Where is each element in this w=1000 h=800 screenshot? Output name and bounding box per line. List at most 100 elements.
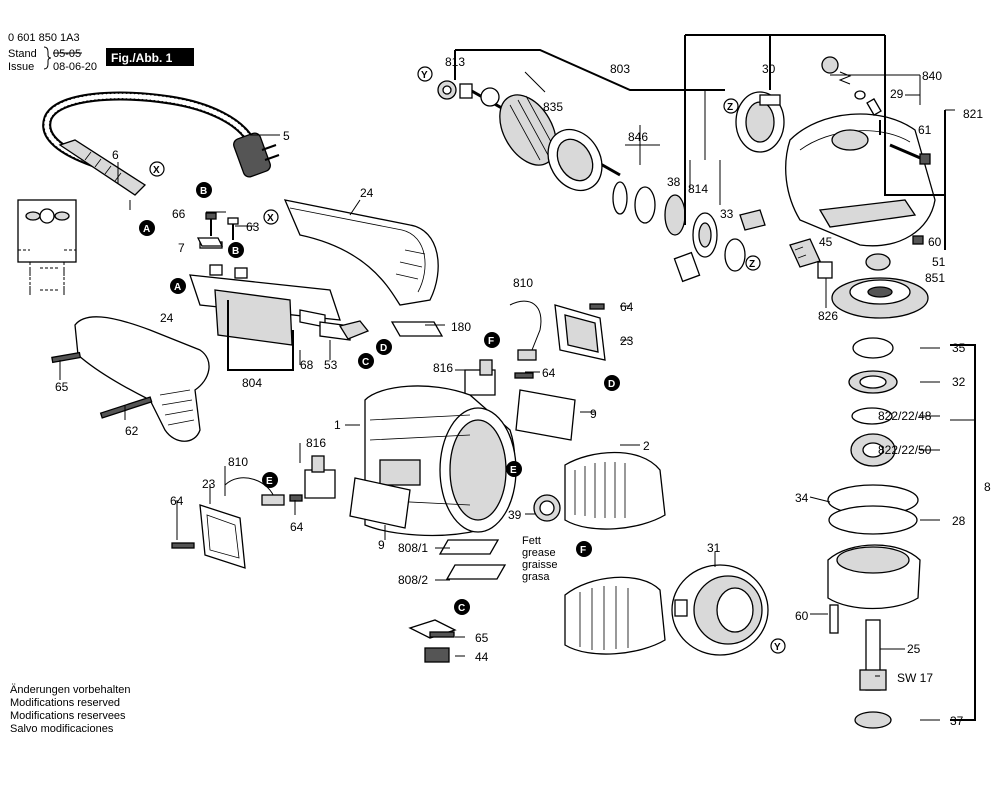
doc-number: 0 601 850 1A3 <box>8 32 80 44</box>
power-cord <box>42 91 280 196</box>
marker-e-2: E <box>506 461 522 477</box>
marker-b-2: B <box>228 242 244 258</box>
label-51: 51 <box>932 255 946 269</box>
document-header: 0 601 850 1A3 Stand 05-05 Issue 08-06-20… <box>8 32 194 73</box>
armature <box>469 87 621 192</box>
connector-markers: A A B B C C D D E E F F X X Y Y Z Z <box>139 66 786 654</box>
svg-text:E: E <box>510 465 517 476</box>
label-9-right: 9 <box>590 407 597 421</box>
grease-es: grasa <box>522 571 550 583</box>
label-6: 6 <box>112 148 119 162</box>
label-835: 835 <box>543 100 563 114</box>
label-64-mid: 64 <box>542 366 556 380</box>
label-sw17: SW 17 <box>897 671 933 685</box>
label-9-left: 9 <box>378 538 385 552</box>
label-5: 5 <box>283 129 290 143</box>
wiring-schematic <box>17 199 77 297</box>
grease-bearing <box>533 494 561 522</box>
label-53: 53 <box>324 358 338 372</box>
label-68: 68 <box>300 358 314 372</box>
grease-fr: graisse <box>522 559 557 571</box>
svg-text:Z: Z <box>749 259 755 270</box>
small-screws <box>196 212 239 247</box>
bearing-stack <box>612 181 766 283</box>
cord-clamp <box>408 619 457 663</box>
svg-text:A: A <box>174 282 181 293</box>
label-846: 846 <box>628 130 648 144</box>
svg-text:C: C <box>458 603 465 614</box>
cover-plate-left <box>171 504 246 569</box>
leader-lines <box>59 34 976 721</box>
label-1: 1 <box>334 418 341 432</box>
spindle-lock-parts <box>821 56 882 116</box>
grease-en: grease <box>522 547 556 559</box>
suppressor-leads <box>224 300 542 506</box>
bevel-gear <box>831 277 929 319</box>
label-45: 45 <box>819 235 833 249</box>
svg-text:X: X <box>153 165 160 176</box>
stand-value: 05-05 <box>53 48 81 60</box>
label-60-lower: 60 <box>795 609 809 623</box>
label-23-left: 23 <box>202 477 216 491</box>
switch-assembly <box>189 241 370 346</box>
svg-text:E: E <box>266 476 273 487</box>
marker-a-2: A <box>170 278 186 294</box>
label-66: 66 <box>172 207 186 221</box>
marker-x-2: X <box>263 209 279 225</box>
svg-text:Y: Y <box>421 70 428 81</box>
label-31: 31 <box>707 541 721 555</box>
label-35: 35 <box>952 341 966 355</box>
svg-text:Y: Y <box>774 642 781 653</box>
cover-plate-right <box>554 304 606 361</box>
marker-b-1: B <box>196 182 212 198</box>
marker-z-1: Z <box>723 98 739 114</box>
label-2: 2 <box>643 439 650 453</box>
label-7: 7 <box>178 241 185 255</box>
fan-baffle <box>671 564 769 656</box>
field-coil-lower <box>564 576 666 655</box>
svg-text:X: X <box>267 213 274 224</box>
note-es: Salvo modificaciones <box>10 723 114 735</box>
label-64-left: 64 <box>170 494 184 508</box>
stand-label: Stand <box>8 48 37 60</box>
header-brace <box>43 46 52 70</box>
note-en: Modifications reserved <box>10 697 120 709</box>
part-labels: 813 803 30 840 821 835 29 846 61 38 814 … <box>55 55 991 728</box>
marker-d-1: D <box>376 339 392 355</box>
gear-housing <box>785 113 936 247</box>
label-24-lower: 24 <box>160 311 174 325</box>
label-180: 180 <box>451 320 471 334</box>
label-65-lower: 65 <box>475 631 489 645</box>
marker-c-2: C <box>454 599 470 615</box>
label-37: 37 <box>950 714 964 728</box>
label-60-upper: 60 <box>928 235 942 249</box>
pinion-parts <box>789 235 924 279</box>
note-de: Änderungen vorbehalten <box>10 684 130 696</box>
label-23-right: 23 <box>620 334 634 348</box>
label-64-lower: 64 <box>290 520 304 534</box>
label-822-48: 822/22/48 <box>878 409 932 423</box>
label-851: 851 <box>925 271 945 285</box>
label-33: 33 <box>720 207 734 221</box>
marker-d-2: D <box>604 375 620 391</box>
label-822-50: 822/22/50 <box>878 443 932 457</box>
insulation-sheets <box>349 321 576 580</box>
label-816-upper: 816 <box>433 361 453 375</box>
label-810-upper: 810 <box>513 276 533 290</box>
marker-a-1: A <box>139 220 155 236</box>
label-25: 25 <box>907 642 921 656</box>
svg-text:A: A <box>143 224 150 235</box>
marker-f-1: F <box>484 332 500 348</box>
label-804: 804 <box>242 376 262 390</box>
svg-text:D: D <box>380 343 387 354</box>
marker-f-2: F <box>576 541 592 557</box>
label-62: 62 <box>125 424 139 438</box>
marker-e-1: E <box>262 472 278 488</box>
bearing-flange-30 <box>735 91 785 153</box>
issue-label: Issue <box>8 61 34 73</box>
label-826: 826 <box>818 309 838 323</box>
bearing-813 <box>437 80 473 100</box>
marker-y-1: Y <box>417 66 433 82</box>
field-coil-upper <box>564 451 666 530</box>
label-814: 814 <box>688 182 708 196</box>
